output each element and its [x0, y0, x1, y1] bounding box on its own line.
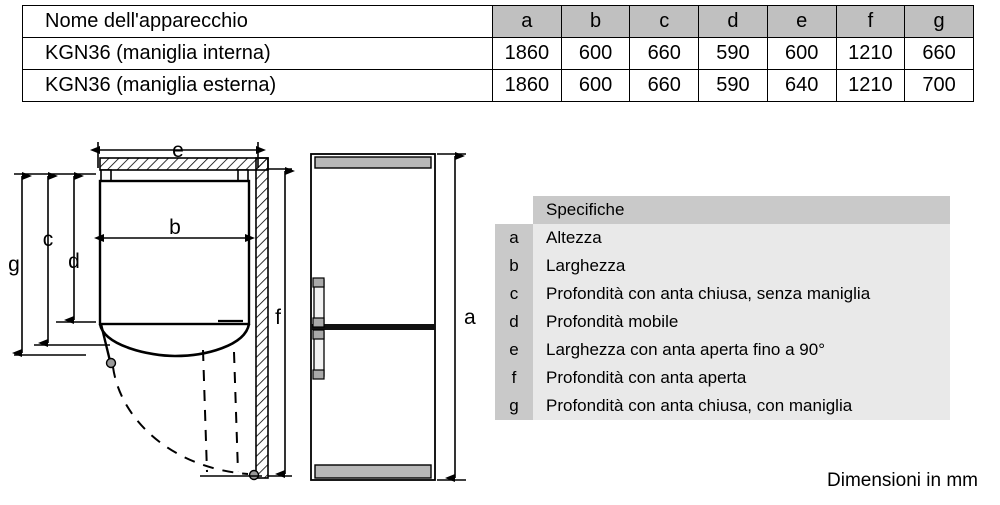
- cell-d: 590: [698, 69, 768, 102]
- front-view-group: a: [310, 152, 476, 482]
- legend-desc-a: Altezza: [533, 224, 950, 252]
- cell-f: 1210: [835, 37, 906, 70]
- cell-d: 590: [698, 37, 768, 70]
- column-header-b: b: [560, 5, 631, 38]
- dimension-label-d: d: [68, 250, 80, 273]
- reference-lines-left: [14, 173, 110, 356]
- legend-key-f: f: [495, 364, 533, 392]
- lower-door-handle: [312, 329, 325, 380]
- legend-desc-c: Profondità con anta chiusa, senza manigl…: [533, 280, 950, 308]
- legend-key-b: b: [495, 252, 533, 280]
- appliance-name: KGN36 (maniglia esterna): [22, 69, 493, 102]
- legend-row-f: f Profondità con anta aperta: [495, 364, 950, 392]
- cell-c: 660: [629, 37, 700, 70]
- column-header-name: Nome dell'apparecchio: [22, 5, 493, 38]
- legend-row-a: a Altezza: [495, 224, 950, 252]
- appliance-outline: [310, 153, 436, 481]
- cell-g: 700: [904, 69, 974, 102]
- top-trim-band: [314, 156, 432, 169]
- bottom-plinth-band: [314, 464, 432, 479]
- cell-e: 640: [766, 69, 837, 102]
- dimension-d: d: [64, 172, 84, 324]
- table-row: KGN36 (maniglia interna) 1860 600 660 59…: [22, 37, 974, 70]
- dimension-g: g: [8, 172, 32, 357]
- cell-b: 600: [560, 37, 631, 70]
- legend-row-b: b Larghezza: [495, 252, 950, 280]
- cell-f: 1210: [835, 69, 906, 102]
- cell-a: 1860: [492, 37, 562, 70]
- cell-e: 600: [766, 37, 837, 70]
- legend-desc-e: Larghezza con anta aperta fino a 90°: [533, 336, 950, 364]
- cell-b: 600: [560, 69, 631, 102]
- hinge-blocks: [100, 169, 249, 182]
- dimension-c: c: [38, 172, 58, 347]
- specs-table-container: Nome dell'apparecchio a b c d e f g KGN3…: [22, 5, 974, 102]
- legend-table-container: Specifiche a Altezza b Larghezza c Profo…: [495, 196, 950, 420]
- legend-key-c: c: [495, 280, 533, 308]
- cell-c: 660: [629, 69, 700, 102]
- door-hinge-pivot: [105, 357, 117, 369]
- legend-key-blank: [495, 196, 533, 224]
- dimension-label-f: f: [275, 306, 281, 329]
- dimension-label-a: a: [464, 306, 476, 329]
- upper-door-handle: [312, 277, 325, 328]
- table-row: KGN36 (maniglia esterna) 1860 600 660 59…: [22, 69, 974, 102]
- dimension-label-b: b: [169, 216, 181, 239]
- door-swing-path: [99, 323, 262, 481]
- legend-row-e: e Larghezza con anta aperta fino a 90°: [495, 336, 950, 364]
- legend-desc-b: Larghezza: [533, 252, 950, 280]
- diagram-svg: e b: [8, 139, 476, 482]
- legend-header-label: Specifiche: [533, 196, 950, 224]
- dimension-b: b: [94, 216, 255, 242]
- column-header-c: c: [629, 5, 700, 38]
- dimension-label-e: e: [172, 139, 184, 162]
- door-divider-bar: [311, 324, 435, 330]
- legend-row-g: g Profondità con anta chiusa, con manigl…: [495, 392, 950, 420]
- legend-row-c: c Profondità con anta chiusa, senza mani…: [495, 280, 950, 308]
- dimension-label-c: c: [43, 228, 54, 251]
- column-header-g: g: [904, 5, 974, 38]
- legend-row-d: d Profondità mobile: [495, 308, 950, 336]
- legend-table: Specifiche a Altezza b Larghezza c Profo…: [495, 196, 950, 420]
- cell-g: 660: [904, 37, 974, 70]
- legend-header-row: Specifiche: [495, 196, 950, 224]
- wall-hatching: [99, 157, 269, 479]
- table-header-row: Nome dell'apparecchio a b c d e f g: [22, 5, 974, 38]
- legend-key-d: d: [495, 308, 533, 336]
- column-header-f: f: [835, 5, 906, 38]
- legend-key-g: g: [495, 392, 533, 420]
- dimension-label-g: g: [8, 253, 20, 276]
- legend-desc-g: Profondità con anta chiusa, con maniglia: [533, 392, 950, 420]
- column-header-d: d: [698, 5, 768, 38]
- technical-drawing: e b: [0, 128, 500, 505]
- column-header-e: e: [766, 5, 837, 38]
- appliance-name: KGN36 (maniglia interna): [22, 37, 493, 70]
- legend-key-e: e: [495, 336, 533, 364]
- units-note: Dimensioni in mm: [827, 470, 978, 491]
- column-header-a: a: [492, 5, 562, 38]
- door-open-endpoint: [248, 469, 260, 481]
- dimension-a: a: [437, 152, 476, 482]
- top-view-group: e b: [8, 139, 295, 481]
- cabinet-plan-body: [98, 179, 251, 358]
- cell-a: 1860: [492, 69, 562, 102]
- dimension-f: f: [268, 167, 295, 478]
- specs-table: Nome dell'apparecchio a b c d e f g KGN3…: [22, 5, 974, 102]
- legend-desc-d: Profondità mobile: [533, 308, 950, 336]
- legend-desc-f: Profondità con anta aperta: [533, 364, 950, 392]
- legend-key-a: a: [495, 224, 533, 252]
